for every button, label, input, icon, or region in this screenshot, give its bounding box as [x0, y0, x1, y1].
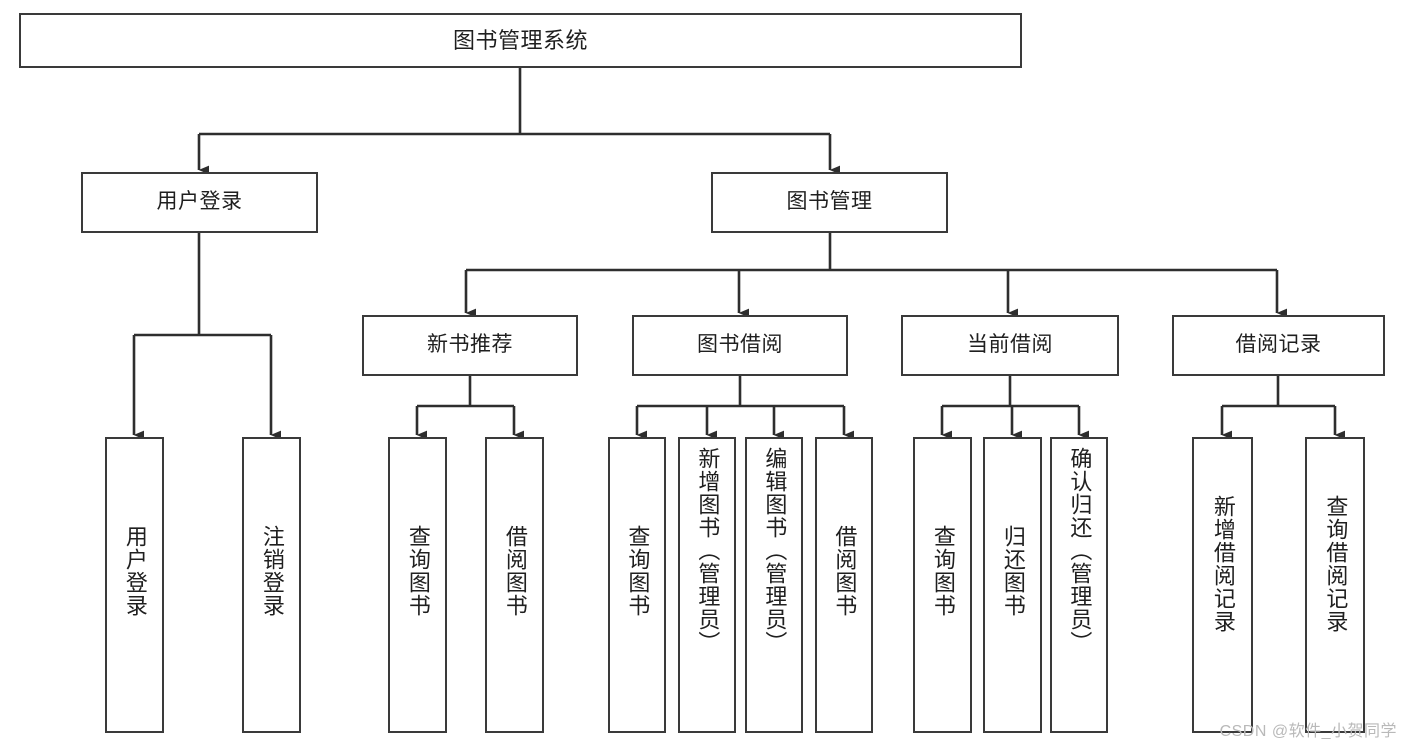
node-borrow-record-label: 借阅记录 [1235, 333, 1322, 357]
node-new-book-rec-label: 新书推荐 [427, 333, 513, 357]
leaf-query-book-2[interactable]: 查询图书 [608, 437, 666, 733]
leaf-query-record[interactable]: 查询借阅记录 [1305, 437, 1365, 733]
watermark: CSDN @软件_小贺同学 [1219, 723, 1397, 740]
leaf-add-record[interactable]: 新增借阅记录 [1192, 437, 1253, 733]
node-book-borrow[interactable]: 图书借阅 [632, 315, 848, 376]
leaf-add-book[interactable]: 新增图书（管理员） [678, 437, 736, 733]
leaf-query-book-1[interactable]: 查询图书 [388, 437, 447, 733]
leaf-borrow-book-1-label: 借阅图书 [502, 525, 528, 617]
leaf-query-book-2-label: 查询图书 [625, 525, 651, 617]
leaf-edit-book[interactable]: 编辑图书（管理员） [745, 437, 803, 733]
node-root-label: 图书管理系统 [452, 27, 588, 53]
node-current-borrow[interactable]: 当前借阅 [901, 315, 1119, 376]
leaf-add-book-label: 新增图书（管理员） [695, 447, 721, 654]
leaf-edit-book-label: 编辑图书（管理员） [762, 447, 788, 654]
leaf-borrow-book-2[interactable]: 借阅图书 [815, 437, 873, 733]
leaf-query-book-3-label: 查询图书 [930, 525, 956, 617]
leaf-return-book-label: 归还图书 [1000, 525, 1026, 617]
leaf-user-logout-label: 注销登录 [259, 525, 285, 617]
leaf-user-logout[interactable]: 注销登录 [242, 437, 301, 733]
node-current-borrow-label: 当前借阅 [967, 333, 1053, 357]
leaf-query-book-3[interactable]: 查询图书 [913, 437, 972, 733]
node-book-borrow-label: 图书借阅 [697, 333, 783, 357]
leaf-query-record-label: 查询借阅记录 [1323, 495, 1349, 633]
leaf-return-book[interactable]: 归还图书 [983, 437, 1042, 733]
node-root[interactable]: 图书管理系统 [19, 13, 1022, 68]
leaf-borrow-book-1[interactable]: 借阅图书 [485, 437, 544, 733]
leaf-add-record-label: 新增借阅记录 [1210, 495, 1236, 633]
leaf-borrow-book-2-label: 借阅图书 [832, 525, 858, 617]
node-book-manage-label: 图书管理 [786, 190, 873, 214]
leaf-user-login[interactable]: 用户登录 [105, 437, 164, 733]
node-borrow-record[interactable]: 借阅记录 [1172, 315, 1385, 376]
node-user-login[interactable]: 用户登录 [81, 172, 318, 233]
leaf-query-book-1-label: 查询图书 [405, 525, 431, 617]
leaf-user-login-label: 用户登录 [122, 525, 148, 617]
leaf-confirm-return-label: 确认归还（管理员） [1067, 447, 1093, 654]
node-book-manage[interactable]: 图书管理 [711, 172, 948, 233]
node-user-login-label: 用户登录 [156, 190, 243, 214]
node-new-book-rec[interactable]: 新书推荐 [362, 315, 578, 376]
leaf-confirm-return[interactable]: 确认归还（管理员） [1050, 437, 1108, 733]
